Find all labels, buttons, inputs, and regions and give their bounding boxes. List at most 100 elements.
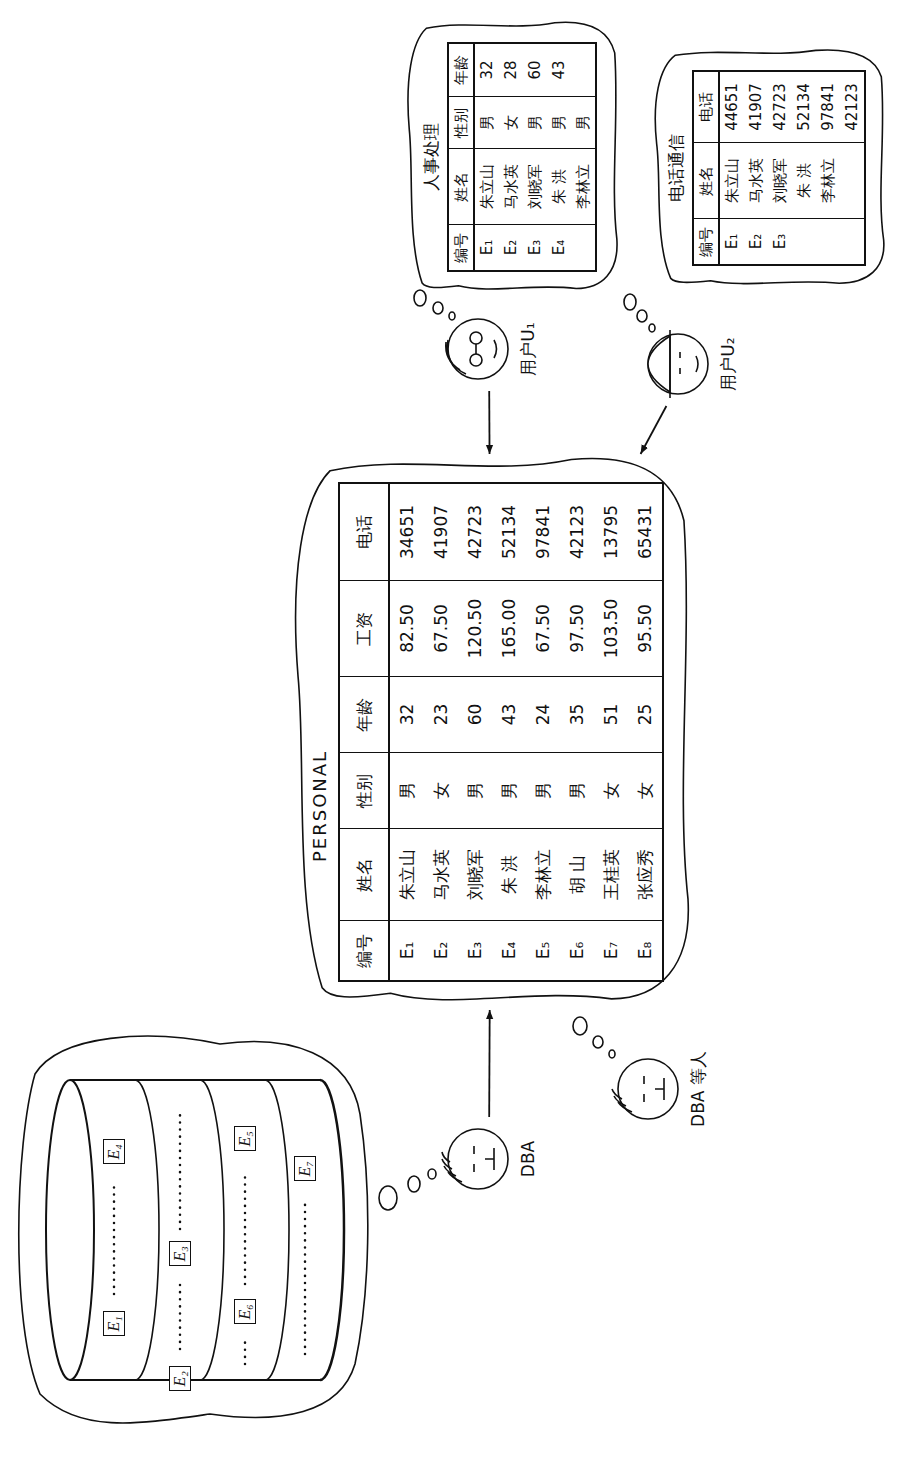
table-cell: 24 bbox=[526, 676, 560, 752]
table-cell: 男 bbox=[526, 752, 560, 828]
table-cell: 女 bbox=[628, 752, 662, 828]
record-label: E₄ bbox=[103, 1139, 125, 1164]
table-cell: 13795 bbox=[594, 484, 628, 580]
eyes bbox=[643, 1076, 645, 1102]
record-label: E₁ bbox=[103, 1311, 125, 1336]
head bbox=[648, 334, 708, 394]
column-header: 工资 bbox=[340, 580, 390, 676]
table-cell bbox=[840, 142, 864, 218]
table-cell: 男 bbox=[475, 96, 499, 148]
table-cell: 胡 山 bbox=[560, 828, 594, 920]
table-cell: E₈ bbox=[628, 920, 662, 980]
table-cell bbox=[840, 218, 864, 264]
hair bbox=[612, 1089, 632, 1112]
table-cell: 李林立 bbox=[526, 828, 560, 920]
record-label: E₅ bbox=[234, 1126, 256, 1151]
data-table: 编号姓名性别年龄E₁朱立山男32E₂马水英女28E₃刘晓军男60E₄朱 洪男43… bbox=[447, 42, 597, 272]
record-dots bbox=[114, 1109, 305, 1364]
table-cell: 43 bbox=[547, 44, 571, 96]
arrow-connector bbox=[488, 391, 490, 454]
table-cell: 女 bbox=[594, 752, 628, 828]
table-cell: 67.50 bbox=[424, 580, 458, 676]
table-cell: 23 bbox=[424, 676, 458, 752]
table-cell: 张应秀 bbox=[628, 828, 662, 920]
table-cell: E₄ bbox=[547, 224, 571, 270]
thought-cloud bbox=[19, 1036, 368, 1423]
arrow-connector bbox=[641, 406, 667, 454]
glasses bbox=[470, 332, 482, 344]
table-cell: 男 bbox=[390, 752, 424, 828]
dba-face bbox=[442, 1129, 508, 1189]
table-cell: E₆ bbox=[560, 920, 594, 980]
table-cell: 51 bbox=[594, 676, 628, 752]
table-cell: 朱 洪 bbox=[792, 142, 816, 218]
person-figure: 用户U₁ bbox=[438, 307, 540, 391]
table-cell: 32 bbox=[475, 44, 499, 96]
user-face bbox=[446, 319, 508, 379]
disk-track bbox=[200, 1080, 224, 1380]
dba-group-face bbox=[612, 1059, 678, 1119]
table-cell: 男 bbox=[560, 752, 594, 828]
data-table: 编号姓名电话E₁朱立山44651E₂马水英41907E₃刘晓军42723朱 洪5… bbox=[692, 70, 866, 266]
person-figure: 用户U₂ bbox=[638, 322, 740, 406]
table-cell: 97841 bbox=[526, 484, 560, 580]
table-cell: 25 bbox=[628, 676, 662, 752]
table-cell bbox=[816, 218, 840, 264]
bubble bbox=[414, 290, 426, 306]
mouth bbox=[485, 1148, 494, 1170]
bubble bbox=[609, 1050, 615, 1058]
table-cell: E₁ bbox=[475, 224, 499, 270]
bubble bbox=[428, 1169, 436, 1179]
record-dots bbox=[179, 1284, 182, 1349]
column-header: 姓名 bbox=[449, 148, 475, 224]
eyes bbox=[473, 1146, 475, 1172]
table-cell: 朱立山 bbox=[475, 148, 499, 224]
person-label: DBA 等人 bbox=[686, 1046, 710, 1132]
table-cell: 男 bbox=[523, 96, 547, 148]
person-label: DBA bbox=[516, 1117, 540, 1201]
table-cell: 42723 bbox=[768, 72, 792, 142]
mouth bbox=[655, 1078, 664, 1100]
table-cell: E₁ bbox=[720, 218, 744, 264]
table-cell: 刘晓军 bbox=[768, 142, 792, 218]
table-cell: 120.50 bbox=[458, 580, 492, 676]
table-cell: E₂ bbox=[499, 224, 523, 270]
cloud-outline bbox=[655, 50, 884, 284]
table-cell: 97.50 bbox=[560, 580, 594, 676]
table-cell bbox=[571, 44, 595, 96]
table-holder: 编号姓名电话E₁朱立山44651E₂马水英41907E₃刘晓军42723朱 洪5… bbox=[692, 70, 866, 266]
record-dots bbox=[113, 1184, 116, 1294]
bubble bbox=[593, 1036, 603, 1048]
disk-track bbox=[135, 1080, 159, 1380]
table-cell: 王桂英 bbox=[594, 828, 628, 920]
cloud-title: PERSONAL bbox=[308, 482, 332, 982]
table-cell: 97841 bbox=[816, 72, 840, 142]
table-cell: 43 bbox=[492, 676, 526, 752]
column-header: 姓名 bbox=[694, 142, 720, 218]
person-label: 用户U₁ bbox=[516, 307, 540, 391]
table-cell bbox=[571, 224, 595, 270]
table-cell: 男 bbox=[547, 96, 571, 148]
table-cell: 男 bbox=[458, 752, 492, 828]
table-cell: 65431 bbox=[628, 484, 662, 580]
table-cell: 马水英 bbox=[424, 828, 458, 920]
record-dots bbox=[244, 1174, 247, 1284]
table-cell: 女 bbox=[424, 752, 458, 828]
thought-cloud: 电话通信编号姓名电话E₁朱立山44651E₂马水英41907E₃刘晓军42723… bbox=[652, 48, 886, 288]
record-label: E₃ bbox=[169, 1241, 191, 1266]
disk-top bbox=[46, 1080, 94, 1380]
table-cell: 95.50 bbox=[628, 580, 662, 676]
bubble bbox=[573, 1017, 587, 1035]
mouth bbox=[476, 340, 497, 358]
column-header: 编号 bbox=[449, 224, 475, 270]
disk-side bbox=[70, 1079, 320, 1081]
bubble bbox=[624, 294, 636, 310]
column-header: 性别 bbox=[449, 96, 475, 148]
record-label: E₇ bbox=[294, 1156, 316, 1181]
table-cell: 52134 bbox=[792, 72, 816, 142]
hair bbox=[442, 1152, 462, 1182]
table-cell: 马水英 bbox=[744, 142, 768, 218]
table-cell: E₇ bbox=[594, 920, 628, 980]
cloud-outline bbox=[296, 459, 689, 1000]
